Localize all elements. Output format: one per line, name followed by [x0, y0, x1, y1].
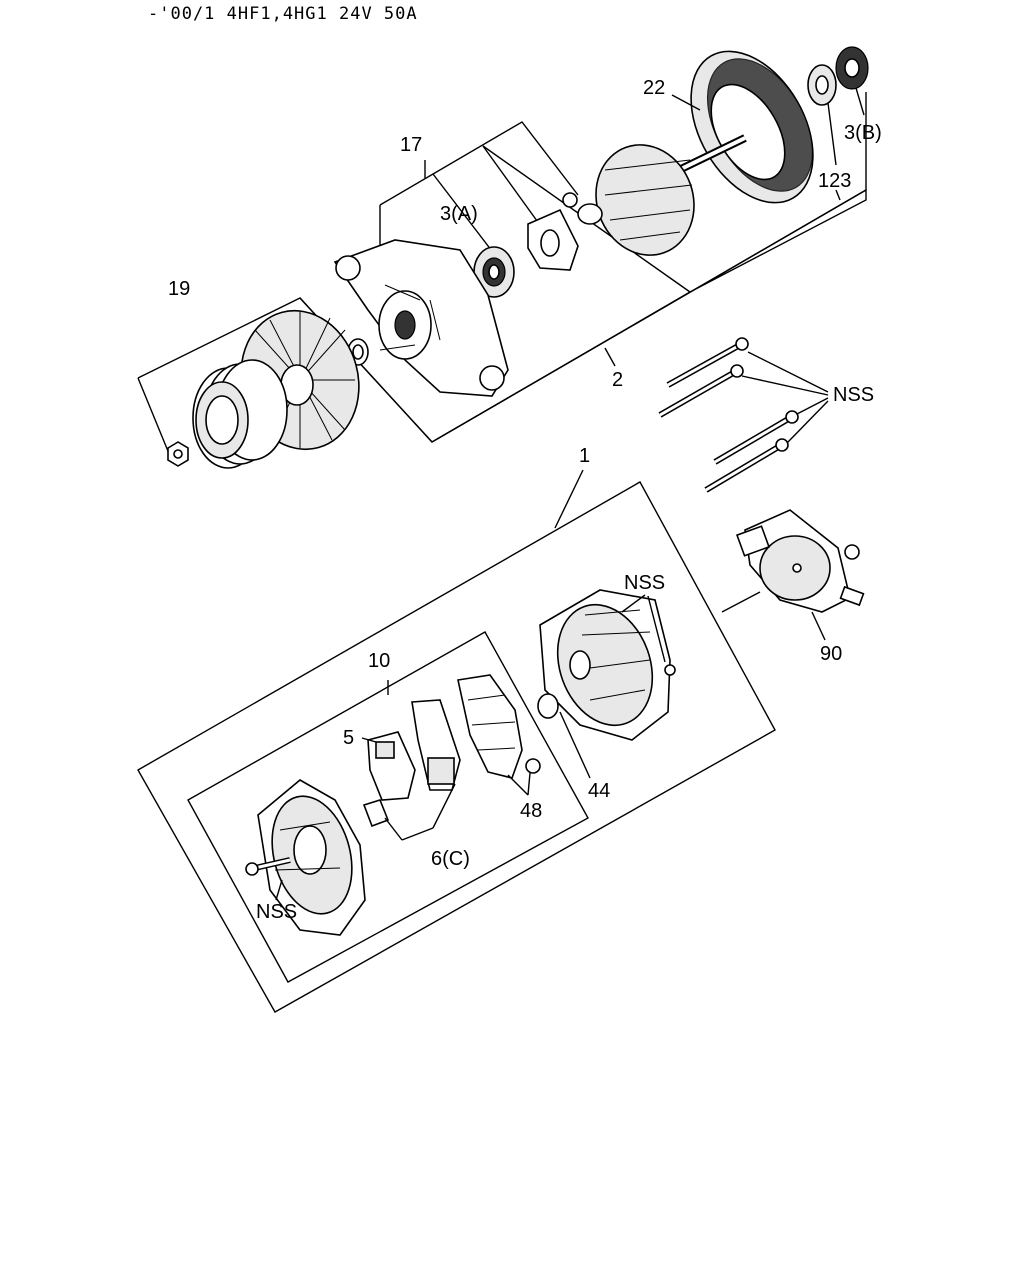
stator-part-22: [671, 50, 814, 204]
callout-123: 123: [818, 170, 851, 192]
callout-22: 22: [643, 77, 665, 99]
bearing-part-123: [807, 64, 837, 166]
callout-6c: 6(C): [431, 848, 470, 870]
callout-3a: 3(A): [440, 203, 478, 225]
brush-holder: [411, 699, 461, 791]
callout-2: 2: [612, 369, 623, 391]
pulley-nut: [167, 441, 189, 467]
terminal-part-6c: [362, 783, 456, 841]
vacuum-pump-part-90: [735, 509, 865, 641]
bearing-part-3a: [473, 246, 515, 298]
group-17-outline: [379, 121, 691, 293]
callout-3b: 3(B): [844, 122, 882, 144]
callout-19: 19: [168, 278, 190, 300]
callout-48: 48: [520, 800, 542, 822]
rear-frame-part-44: [537, 589, 676, 779]
group-1-outline: [137, 469, 776, 1013]
regulator-part-5: [361, 731, 416, 801]
rear-cover-plate: [257, 779, 366, 936]
callout-nss-plate: NSS: [256, 901, 297, 923]
retainer-plate: [527, 208, 579, 271]
callout-10: 10: [368, 650, 390, 672]
callout-44: 44: [588, 780, 610, 802]
callout-1: 1: [579, 445, 590, 467]
rotor-assembly: [562, 134, 747, 256]
group-10-outline: [187, 631, 589, 983]
plate-screw: [245, 857, 291, 901]
callout-5: 5: [343, 727, 354, 749]
diagram-header: -'00/1 4HF1,4HG1 24V 50A: [148, 4, 418, 24]
through-bolts: [658, 337, 829, 493]
callout-17: 17: [400, 134, 422, 156]
callout-nss-bolts: NSS: [833, 384, 874, 406]
callout-90: 90: [820, 643, 842, 665]
bearing-part-3b: [835, 46, 869, 116]
callout-nss-cover: NSS: [624, 572, 665, 594]
rectifier-part-48: [457, 674, 541, 796]
pulley-part-19: [192, 359, 288, 469]
drive-end-frame: [333, 239, 509, 397]
